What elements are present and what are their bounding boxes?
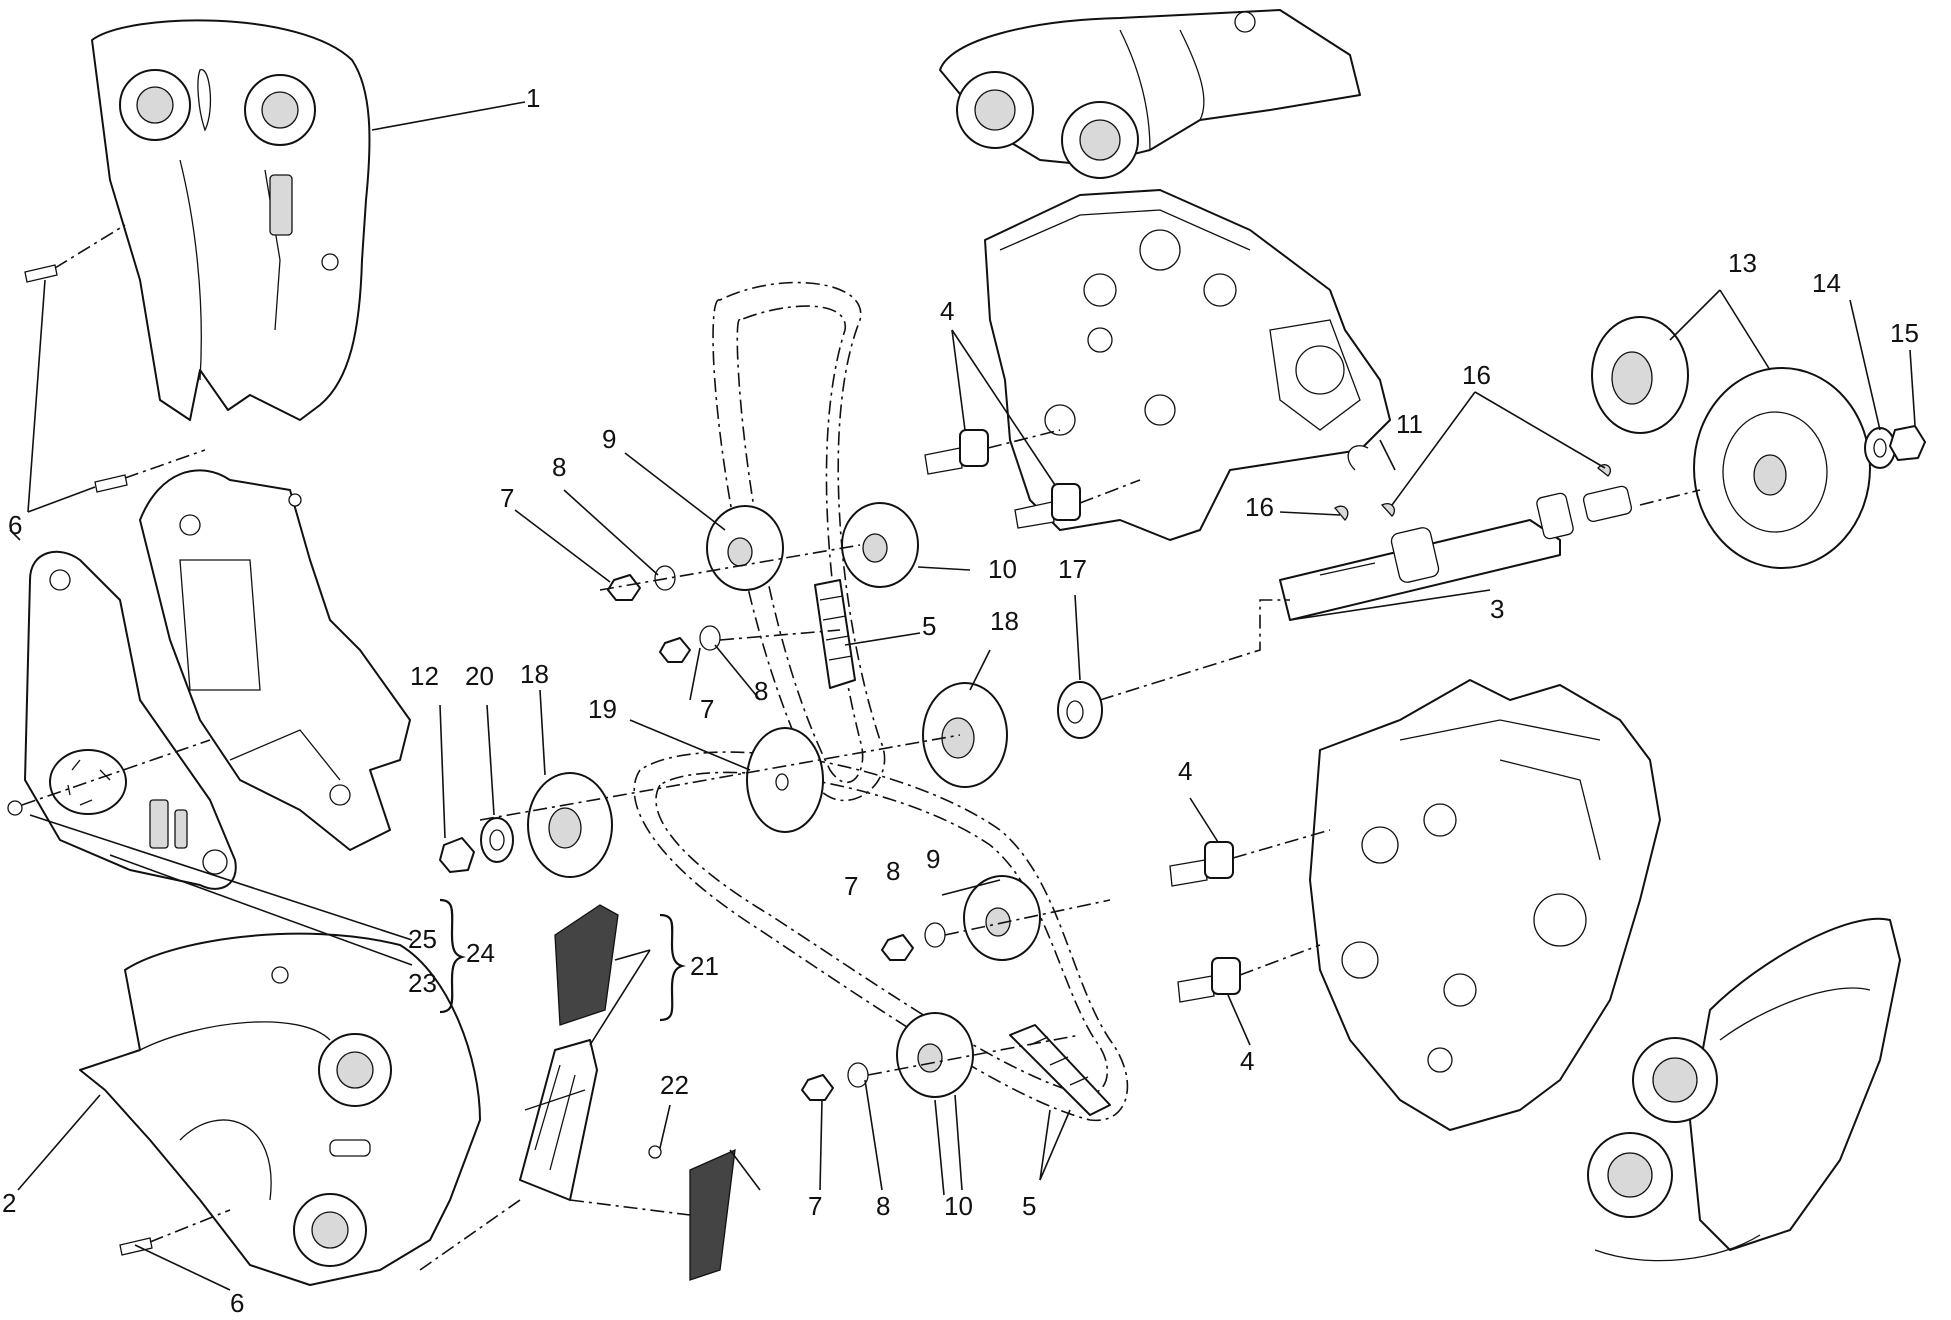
- timing-cover-mid-front: [24, 550, 237, 890]
- nut-15: [1889, 425, 1926, 461]
- brace-21: [659, 913, 686, 1022]
- callout-9-lower: 9: [926, 844, 940, 874]
- callout-4-lower: 4: [1240, 1046, 1254, 1076]
- camshaft-cover-upper: [939, 9, 1361, 179]
- cylinder-head-lower: [1309, 679, 1661, 1131]
- callout-10-upper: 10: [988, 554, 1017, 584]
- camshaft-pulley-large: [1693, 367, 1871, 569]
- crank-pulley-18-left: [527, 772, 613, 878]
- callout-4-mid: 4: [1178, 756, 1192, 786]
- camshaft-cover-lower: [1587, 917, 1901, 1262]
- brace-24: [439, 898, 466, 1014]
- callout-7-c: 7: [844, 871, 858, 901]
- timing-cover-upper: [91, 19, 371, 421]
- callout-2: 2: [2, 1188, 16, 1218]
- assembly-lines: [21, 224, 1701, 1271]
- crank-pulley-18-right: [922, 682, 1008, 788]
- timing-belt-lower: [633, 751, 1129, 1122]
- callout-24: 24: [466, 938, 495, 968]
- callout-25: 25: [408, 924, 437, 954]
- spacer-17: [1057, 681, 1103, 739]
- cylinder-head-upper: [984, 189, 1391, 541]
- callout-6-upper: 6: [8, 510, 22, 540]
- nut-12: [439, 837, 475, 873]
- callout-numbers: 1 2 3 4 4 4 5 5 6 6 7 7 7 7 8 8 8 8 9 9 …: [2, 83, 1919, 1318]
- callout-8-b: 8: [754, 676, 768, 706]
- callout-12: 12: [410, 661, 439, 691]
- callout-22: 22: [660, 1070, 689, 1100]
- callout-8-a: 8: [552, 452, 566, 482]
- callout-10-lower: 10: [944, 1191, 973, 1221]
- callout-16-lower: 16: [1245, 492, 1274, 522]
- leader-lines: [9, 101, 1916, 1291]
- woodruff-keys: [1334, 464, 1612, 522]
- callout-4-upper: 4: [940, 296, 954, 326]
- callout-3: 3: [1490, 594, 1504, 624]
- callout-8-d: 8: [876, 1191, 890, 1221]
- camshaft-pulley-small: [1591, 316, 1689, 434]
- callout-8-c: 8: [886, 856, 900, 886]
- callout-9-upper: 9: [602, 424, 616, 454]
- callout-6-lower: 6: [230, 1288, 244, 1318]
- idler-rollers: [706, 502, 1041, 1098]
- stud-bolts: [924, 429, 1241, 1003]
- washer-19: [746, 727, 824, 833]
- callout-11: 11: [1396, 409, 1423, 439]
- layshaft: [1279, 485, 1633, 621]
- callout-5-upper: 5: [922, 611, 936, 641]
- callout-7-d: 7: [808, 1191, 822, 1221]
- callout-21: 21: [690, 951, 719, 981]
- callout-14: 14: [1812, 268, 1841, 298]
- callout-17: 17: [1058, 554, 1087, 584]
- callout-20: 20: [465, 661, 494, 691]
- callout-18-right: 18: [990, 606, 1019, 636]
- timing-belt-upper: [712, 281, 886, 802]
- callout-1: 1: [526, 83, 540, 113]
- callout-19: 19: [588, 694, 617, 724]
- callout-23: 23: [408, 968, 437, 998]
- washer-20: [480, 817, 514, 863]
- timing-cover-lower: [79, 932, 481, 1286]
- nuts-and-washers: [607, 565, 946, 1101]
- belt-sections: [814, 579, 1111, 1116]
- callout-13: 13: [1728, 248, 1757, 278]
- circlip-11: [1347, 445, 1369, 471]
- screws: [7, 264, 153, 1256]
- callout-16-upper: 16: [1462, 360, 1491, 390]
- timing-cover-mid-rear: [139, 469, 411, 851]
- callout-15: 15: [1890, 318, 1919, 348]
- callout-18-left: 18: [520, 659, 549, 689]
- air-filter-element: [519, 904, 736, 1281]
- callout-5-lower: 5: [1022, 1191, 1036, 1221]
- callout-7-b: 7: [700, 694, 714, 724]
- callout-7-a: 7: [500, 483, 514, 513]
